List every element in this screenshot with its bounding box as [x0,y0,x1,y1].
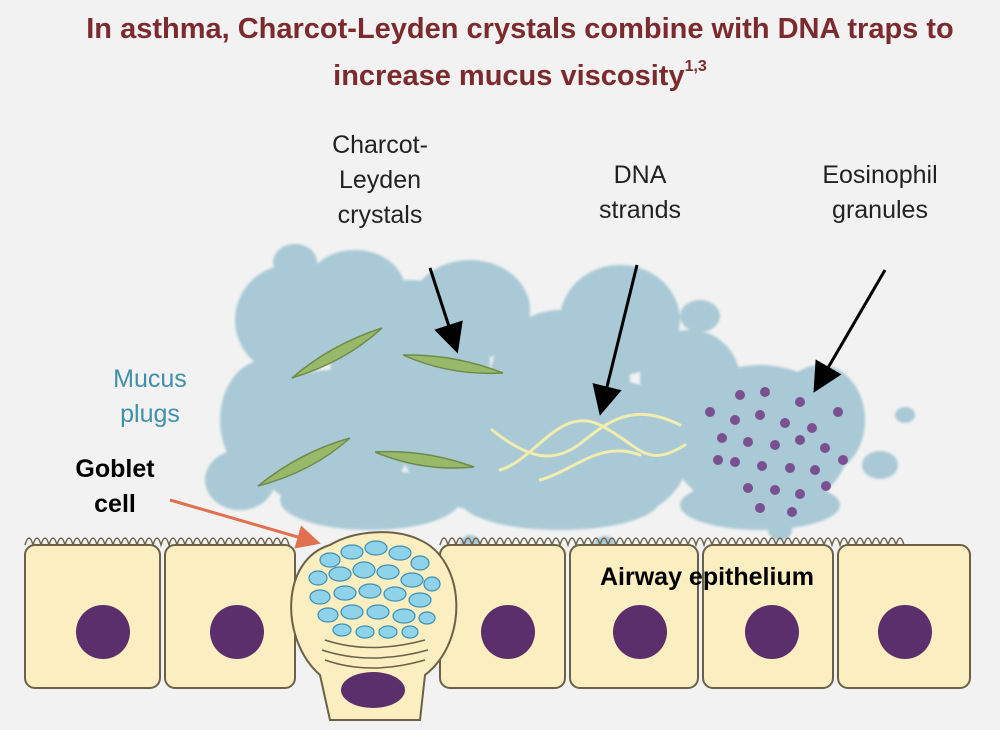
page-title: In asthma, Charcot-Leyden crystals combi… [86,13,954,92]
arrow-eosinophil [813,269,887,393]
charcot-leyden-crystals [257,327,504,487]
nucleus [210,605,264,659]
title-superscript: 1,3 [684,58,707,75]
golgi-lines [321,639,429,669]
label-dna-strands: DNA strands [599,161,681,224]
arrow-dna [592,264,639,416]
label-mucus-plugs: Mucus plugs [113,365,187,428]
mucin-granules [308,540,441,639]
crystal [402,354,504,375]
nucleus [481,605,535,659]
label-charcot-leyden-crystals: Charcot- Leyden crystals [332,131,428,229]
nucleus [878,605,932,659]
nucleus [76,605,130,659]
cell-nuclei [76,605,932,659]
label-goblet-cell: Goblet cell [75,455,155,518]
label-airway-epithelium: Airway epithelium [600,563,814,591]
goblet-cell [290,531,458,721]
crystal [374,450,475,469]
eosinophil-granules [705,387,848,517]
nucleus [613,605,667,659]
dna-strands [490,412,687,482]
goblet-nucleus [341,672,405,708]
crystal [257,437,351,487]
arrow-goblet [169,498,321,549]
nucleus [745,605,799,659]
label-eosinophil-granules: Eosinophil granules [822,161,938,224]
arrow-clc [428,267,463,354]
mucus-plug-cloud [205,244,915,560]
crystal [291,327,383,379]
